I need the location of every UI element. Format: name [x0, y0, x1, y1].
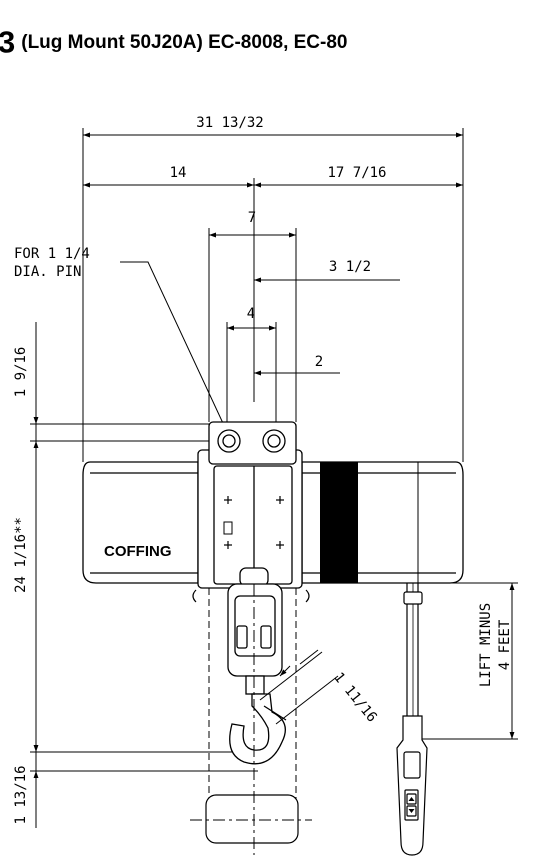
dim-body-height: 24 1/16** — [13, 517, 29, 593]
callout-pin-line2: DIA. PIN — [14, 264, 81, 280]
dim-lug-height: 1 9/16 — [13, 347, 29, 398]
hook-travel-outline — [208, 588, 297, 800]
dim-lug-half: 3 1/2 — [329, 259, 371, 275]
callout-pin-line1: FOR 1 1/4 — [14, 246, 90, 262]
dim-hook-bottom: 1 13/16 — [13, 765, 29, 824]
dim-left-width: 14 — [170, 165, 187, 181]
dim-overall-width: 31 13/32 — [196, 115, 263, 131]
dim-inner-half: 2 — [315, 354, 323, 370]
dim-right-width: 17 7/16 — [327, 165, 386, 181]
pendant-control — [396, 583, 428, 856]
dim-hook-opening: 1 11/16 — [330, 670, 380, 726]
brake-band — [320, 462, 358, 583]
page-title: 3(Lug Mount 50J20A) EC-8008, EC-80 — [0, 22, 348, 61]
callout-leader — [120, 261, 229, 435]
dim-lift-line1: LIFT MINUS — [478, 603, 494, 687]
figure-number: 3 — [0, 24, 16, 60]
hook-block — [227, 567, 287, 765]
horizontal-dimensions — [82, 128, 464, 462]
hook-opening-dimension — [259, 649, 339, 725]
vertical-dimensions-left — [30, 322, 258, 828]
brand-logo: COFFING — [104, 543, 172, 560]
bolts — [224, 496, 284, 549]
dim-lug-width: 7 — [248, 210, 256, 226]
hoist-body — [82, 421, 464, 589]
dim-inner-width: 4 — [247, 306, 255, 322]
figure-title: (Lug Mount 50J20A) EC-8008, EC-80 — [21, 31, 348, 53]
hook-lower-outline — [205, 794, 299, 844]
dim-lift-line2: 4 FEET — [497, 619, 513, 670]
pin-holes — [217, 429, 286, 453]
